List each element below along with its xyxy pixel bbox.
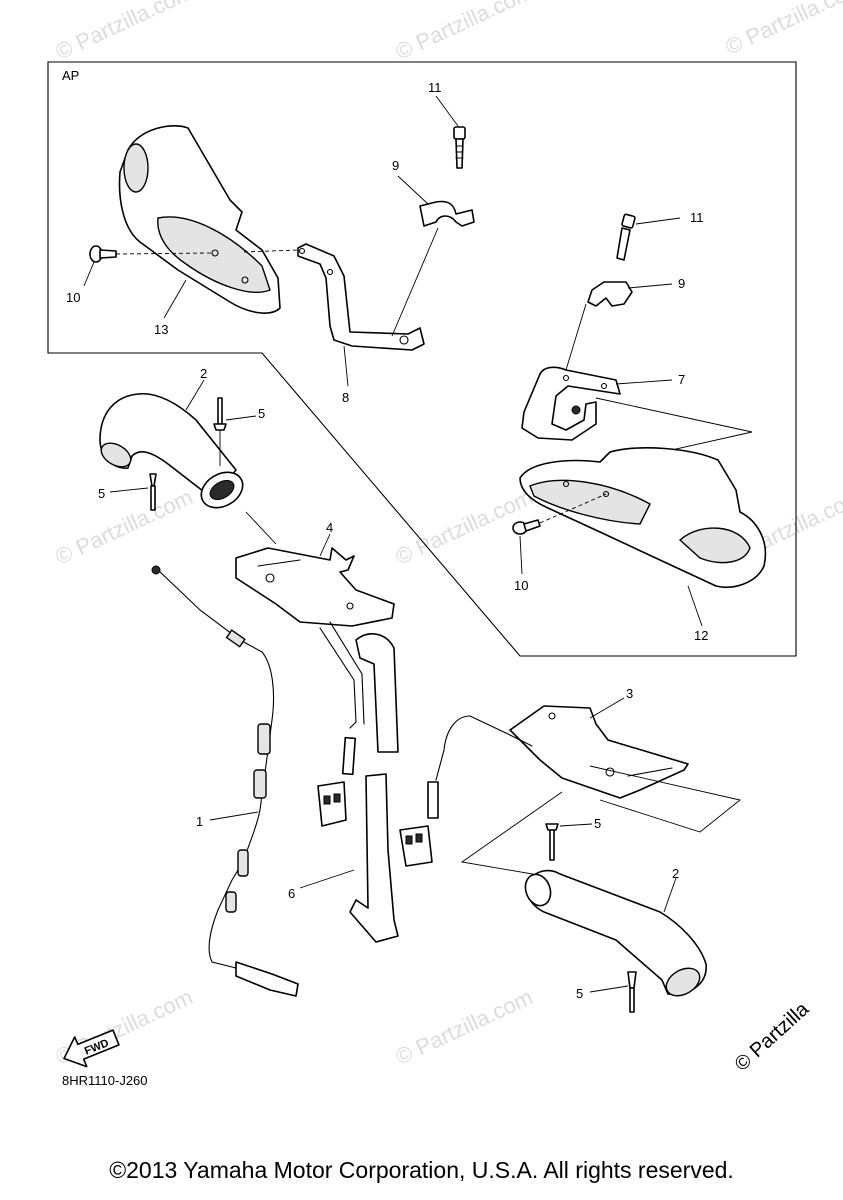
- handguard-right: [519, 447, 767, 588]
- bolt-11-right: [616, 213, 636, 261]
- watermark-text: © Partzilla.com: [52, 484, 197, 569]
- rivet-5-upper-b: [149, 473, 157, 511]
- assembly-dashed-line: [539, 493, 607, 524]
- rivet-5-upper-a: [213, 397, 227, 431]
- brand-mark: © Partzilla: [731, 998, 814, 1076]
- bracket-8: [297, 243, 425, 351]
- callout-9: 9: [678, 276, 685, 291]
- callout-5: 5: [594, 816, 601, 831]
- screw-10-right: [512, 519, 541, 535]
- assembly-dashed-line: [115, 252, 214, 255]
- callout-2: 2: [200, 366, 207, 381]
- watermark-text: © Partzilla.com: [52, 0, 197, 65]
- tube-6: [349, 633, 399, 943]
- callout-4: 4: [326, 520, 333, 535]
- watermark-text: © Partzilla.com: [722, 0, 843, 60]
- callout-9: 9: [392, 158, 399, 173]
- callout-1: 1: [196, 814, 203, 829]
- assembly-dashed-line: [243, 249, 299, 253]
- heater-3-lower: [399, 705, 689, 867]
- screw-10-left: [89, 245, 117, 263]
- inset-label: AP: [62, 68, 79, 83]
- callout-8: 8: [342, 390, 349, 405]
- handguard-left: [118, 125, 281, 314]
- assembly-line: [460, 791, 563, 877]
- assembly-line: [391, 227, 439, 337]
- callout-6: 6: [288, 886, 295, 901]
- callout-7: 7: [678, 372, 685, 387]
- bolt-11-upper: [453, 126, 466, 169]
- grip-2-lower: [524, 869, 707, 997]
- callout-leaders: [83, 95, 703, 993]
- grip-2-upper: [99, 392, 244, 509]
- watermark-text: © Partzilla.com: [392, 0, 537, 65]
- cable-1: [151, 565, 299, 997]
- rivet-5-lower-b: [627, 971, 637, 1013]
- callout-13: 13: [154, 322, 168, 337]
- callout-12: 12: [694, 628, 708, 643]
- assembly-line: [565, 303, 587, 371]
- callout-11: 11: [428, 80, 442, 95]
- rivet-5-lower-a: [545, 823, 559, 861]
- heater-4-wire: [317, 621, 365, 827]
- watermark-text: © Partzilla.com: [392, 984, 537, 1069]
- callout-5: 5: [258, 406, 265, 421]
- clamp-9-upper: [419, 200, 475, 227]
- callout-5: 5: [98, 486, 105, 501]
- copyright-notice: ©2013 Yamaha Motor Corporation, U.S.A. A…: [109, 1157, 734, 1183]
- clamp-9-right: [587, 281, 633, 307]
- callout-5: 5: [576, 986, 583, 1001]
- ap-inset-frame: [47, 61, 797, 657]
- callout-2: 2: [672, 866, 679, 881]
- callout-11: 11: [690, 210, 704, 225]
- bracket-7: [521, 366, 621, 441]
- assembly-line: [589, 765, 742, 833]
- heater-4-upper: [235, 547, 395, 627]
- callout-3: 3: [626, 686, 633, 701]
- callout-10: 10: [66, 290, 80, 305]
- assembly-line: [245, 511, 277, 545]
- diagram-code: 8HR1110-J260: [62, 1073, 148, 1088]
- callout-10: 10: [514, 578, 528, 593]
